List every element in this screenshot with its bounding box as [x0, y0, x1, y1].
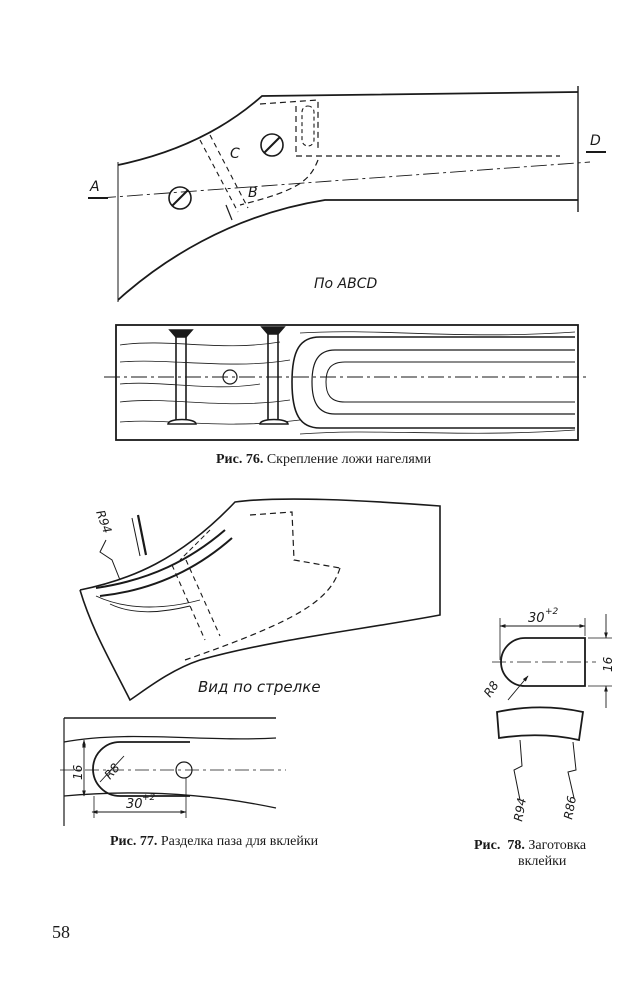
- fig77-caption-number: Рис. 77.: [110, 834, 158, 849]
- fig78-dim-tolerance: +2: [545, 607, 559, 617]
- fig76-view-label: По ABCD: [314, 276, 378, 292]
- fig77-view-label: Вид по стрелке: [198, 678, 321, 696]
- fig78-caption: Рис. 78. Заготовка вклейки: [474, 838, 586, 870]
- page-number: 58: [52, 922, 70, 942]
- fig78-dim-length: 30: [528, 611, 545, 626]
- fig76-caption-text: Скрепление ложи нагелями: [266, 452, 432, 467]
- label-a: A: [89, 179, 100, 195]
- fig76-caption: Рис. 76. Скрепление ложи нагелями: [216, 452, 431, 468]
- fig76-caption-number: Рис. 76.: [216, 452, 264, 467]
- label-b: B: [248, 185, 258, 201]
- fig78-caption-number: Рис. 78.: [474, 838, 525, 853]
- fig77-radius-label: R94: [93, 508, 114, 535]
- fig77-caption: Рис. 77. Разделка паза для вклейки: [110, 834, 318, 850]
- fig77-dim-tolerance: +2: [142, 793, 156, 803]
- fig78-radius-outer: R86: [561, 794, 579, 820]
- fig77-view-drawing: [79, 498, 441, 702]
- fig78-dim-radius: R8: [481, 678, 502, 699]
- fig78-drawing: [492, 614, 612, 801]
- fig76-section-view: [104, 324, 590, 441]
- fig77-dim-radius: R8: [102, 760, 123, 782]
- fig78-caption-text-1: Заготовка: [528, 838, 587, 853]
- fig77-dim-height: 16: [71, 764, 85, 780]
- fig76-plan-view: [88, 86, 606, 302]
- fig77-caption-text: Разделка паза для вклейки: [160, 834, 319, 849]
- fig78-radius-inner: R94: [511, 797, 529, 823]
- fig78-caption-text-2: вклейки: [518, 854, 567, 869]
- fig77-slot-drawing: [60, 717, 286, 826]
- label-d: D: [590, 133, 601, 149]
- label-c: C: [230, 146, 240, 162]
- fig78-dim-height: 16: [601, 656, 615, 672]
- fig77-dim-length: 30: [126, 797, 143, 812]
